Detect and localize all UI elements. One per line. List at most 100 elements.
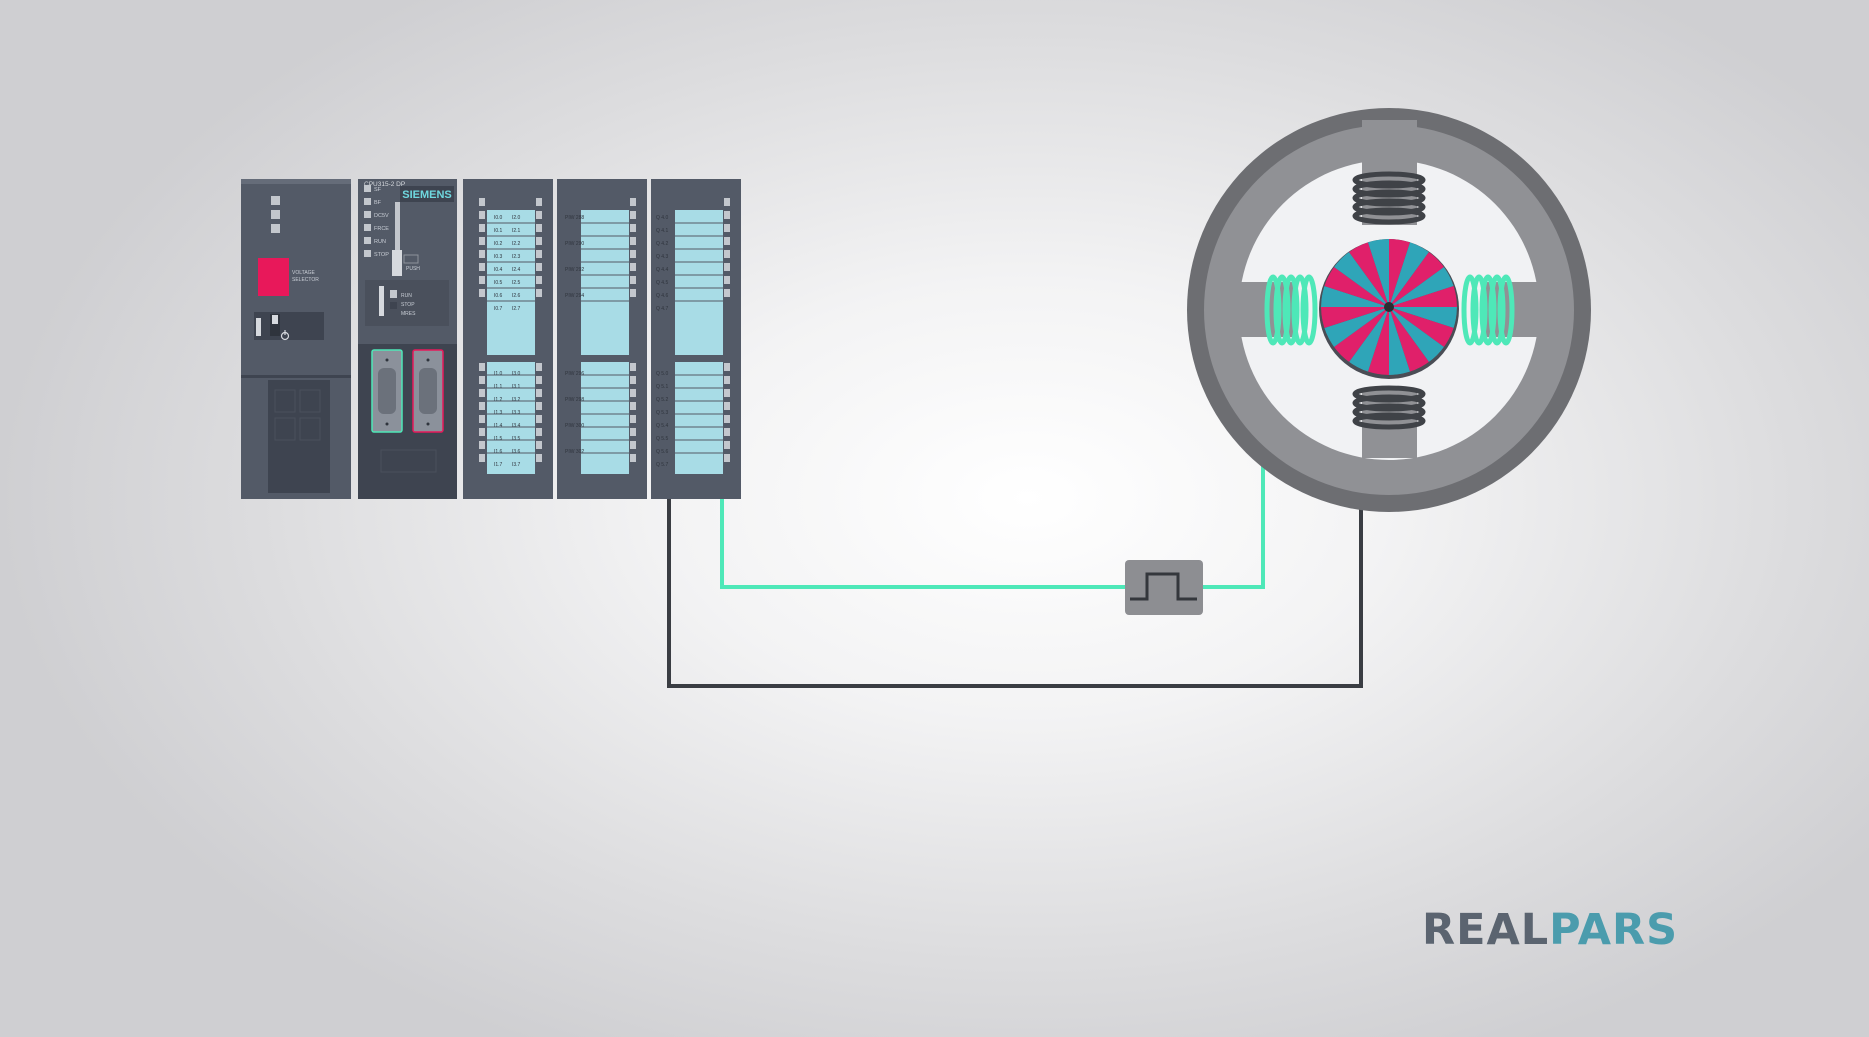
channel-led: [479, 224, 485, 232]
cpu-led: [364, 250, 371, 257]
channel-led: [724, 224, 730, 232]
voltage-selector-switch: [258, 258, 289, 296]
channel-led: [479, 363, 485, 371]
rotor-sector: [1367, 239, 1389, 307]
coil-bottom: [1352, 385, 1426, 430]
cpu-led-label: FRCE: [374, 226, 389, 232]
cpu-push-label: PUSH: [406, 266, 420, 272]
stepper-motor: [1187, 108, 1591, 512]
channel-led: [724, 250, 730, 258]
channel-led: [479, 250, 485, 258]
input-address: I3.3: [512, 410, 521, 416]
channel-led: [630, 454, 636, 462]
output-address: Q 5.7: [656, 462, 668, 468]
mode-run: RUN: [401, 293, 412, 299]
channel-led: [479, 454, 485, 462]
input-address: I0.4: [494, 267, 503, 273]
channel-led: [724, 263, 730, 271]
output-address: Q 4.0: [656, 215, 668, 221]
output-address: Q 5.6: [656, 449, 668, 455]
channel-led: [536, 389, 542, 397]
rotor-sector: [1367, 307, 1389, 375]
channel-led: [479, 211, 485, 219]
analog-address: PIW 294: [565, 293, 584, 299]
output-address: Q 5.3: [656, 410, 668, 416]
channel-led: [536, 441, 542, 449]
rotor-sector: [1389, 285, 1457, 307]
channel-led: [479, 428, 485, 436]
cpu-module: CPU315-2 DP SIEMENS SFBFDC5VFRCERUNSTOP …: [358, 179, 457, 499]
rotor-sector: [1333, 251, 1389, 307]
input-address: I0.1: [494, 228, 503, 234]
input-address: I3.0: [512, 371, 521, 377]
channel-led: [536, 415, 542, 423]
analog-address: PIW 298: [565, 397, 584, 403]
input-address: I1.3: [494, 410, 503, 416]
channel-led: [724, 428, 730, 436]
logo-part-real: REAL: [1422, 905, 1550, 955]
return-wire: [667, 442, 1363, 688]
input-address: I2.4: [512, 267, 521, 273]
analog-address: PIW 290: [565, 241, 584, 247]
channel-led: [536, 263, 542, 271]
cpu-led: [364, 224, 371, 231]
channel-led: [630, 250, 636, 258]
channel-led: [630, 211, 636, 219]
channel-led: [536, 237, 542, 245]
signal-wire-left: [720, 494, 1126, 589]
mode-stop: STOP: [401, 302, 415, 308]
channel-led: [536, 402, 542, 410]
logo-part-pars: PARS: [1549, 905, 1679, 955]
input-address: I2.3: [512, 254, 521, 260]
channel-led: [724, 402, 730, 410]
analog-address: PIW 288: [565, 215, 584, 221]
cpu-led-label: STOP: [374, 252, 389, 258]
channel-led: [724, 454, 730, 462]
input-address: I1.2: [494, 397, 503, 403]
input-address: I0.0: [494, 215, 503, 221]
label-strip-bottom: [675, 362, 723, 474]
input-address: I0.5: [494, 280, 503, 286]
input-address: I1.1: [494, 384, 503, 390]
rotor-shaft: [1384, 302, 1394, 312]
channel-led: [724, 289, 730, 297]
rotor-sector: [1333, 307, 1389, 363]
input-address: I1.0: [494, 371, 503, 377]
input-address: I1.5: [494, 436, 503, 442]
voltage-label-1: VOLTAGE: [292, 270, 316, 276]
channel-led: [536, 363, 542, 371]
input-address: I1.7: [494, 462, 503, 468]
rotor-sector: [1389, 242, 1429, 307]
channel-led: [479, 441, 485, 449]
channel-led: [630, 376, 636, 384]
rotor-sector: [1389, 251, 1445, 307]
siemens-brand: SIEMENS: [402, 189, 452, 201]
power-supply-module: VOLTAGE SELECTOR: [241, 179, 351, 499]
output-address: Q 5.4: [656, 423, 668, 429]
input-address: I1.6: [494, 449, 503, 455]
rotor-sector: [1389, 267, 1454, 307]
rotor: [1321, 239, 1457, 375]
cpu-led-label: RUN: [374, 239, 386, 245]
output-address: Q 4.2: [656, 241, 668, 247]
channel-led: [479, 402, 485, 410]
pulse-generator: [1125, 560, 1203, 615]
rotor-sector: [1389, 307, 1454, 347]
coil-right: [1461, 274, 1515, 346]
input-address: I3.1: [512, 384, 521, 390]
cpu-led: [364, 237, 371, 244]
label-strip-top: [487, 210, 535, 355]
channel-led: [479, 389, 485, 397]
channel-led: [724, 237, 730, 245]
cpu-led-label: SF: [374, 187, 382, 193]
channel-led: [479, 263, 485, 271]
mode-mres: MRES: [401, 311, 416, 317]
channel-led: [479, 376, 485, 384]
input-address: I2.7: [512, 306, 521, 312]
label-strip-top: [675, 210, 723, 355]
label-strip-bottom: [581, 362, 629, 474]
rotor-sector: [1349, 242, 1389, 307]
input-address: I2.0: [512, 215, 521, 221]
